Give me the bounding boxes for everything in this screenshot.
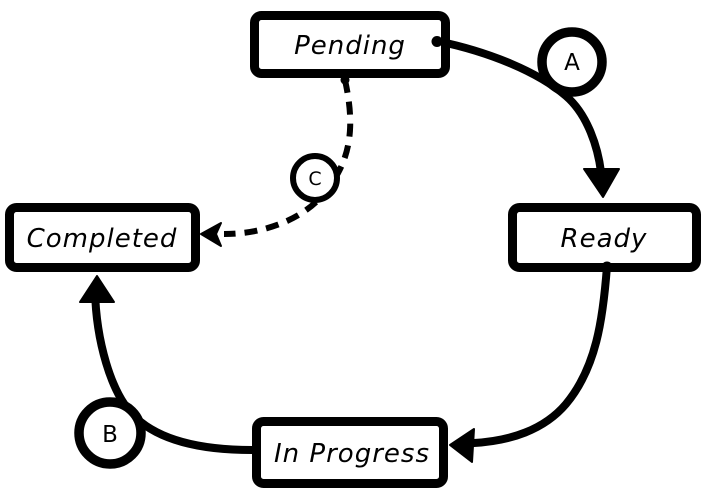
arrowhead-into-completed-bottom: [79, 275, 115, 303]
edge-label-a: A: [564, 50, 580, 76]
connector-dot-pending-right: [431, 36, 443, 47]
edge-ready-inprogress: [470, 262, 611, 447]
node-completed-box: [5, 203, 200, 272]
edge-label-c: C: [308, 168, 321, 190]
edge-label-a-badge: A: [537, 27, 607, 97]
edge-label-c-circle: [290, 153, 340, 203]
node-in-progress: In Progress: [252, 417, 448, 488]
edge-label-b-circle: [74, 397, 146, 469]
node-pending-label: Pending: [294, 31, 406, 61]
node-pending: Pending: [250, 11, 450, 78]
node-ready: Ready: [508, 203, 701, 272]
edge-label-c-badge: C: [290, 153, 340, 203]
edge-label-b: B: [102, 422, 118, 448]
arrowhead-into-ready: [583, 168, 620, 198]
edge-label-b-badge: B: [74, 397, 146, 469]
edge-pending-completed-dashed: [223, 79, 354, 237]
arrowhead-into-in-progress: [449, 428, 475, 463]
node-completed-label: Completed: [27, 224, 178, 254]
node-ready-label: Ready: [561, 224, 648, 254]
node-pending-box: [250, 11, 450, 78]
node-completed: Completed: [5, 203, 200, 272]
edge-label-a-circle: [537, 27, 607, 97]
connector-dot-pending-bottom: [340, 75, 350, 85]
arrowhead-into-completed-right: [200, 222, 222, 247]
connector-dot-ready-bottom: [601, 261, 613, 273]
node-in-progress-box: [252, 417, 448, 488]
node-in-progress-label: In Progress: [274, 439, 430, 469]
